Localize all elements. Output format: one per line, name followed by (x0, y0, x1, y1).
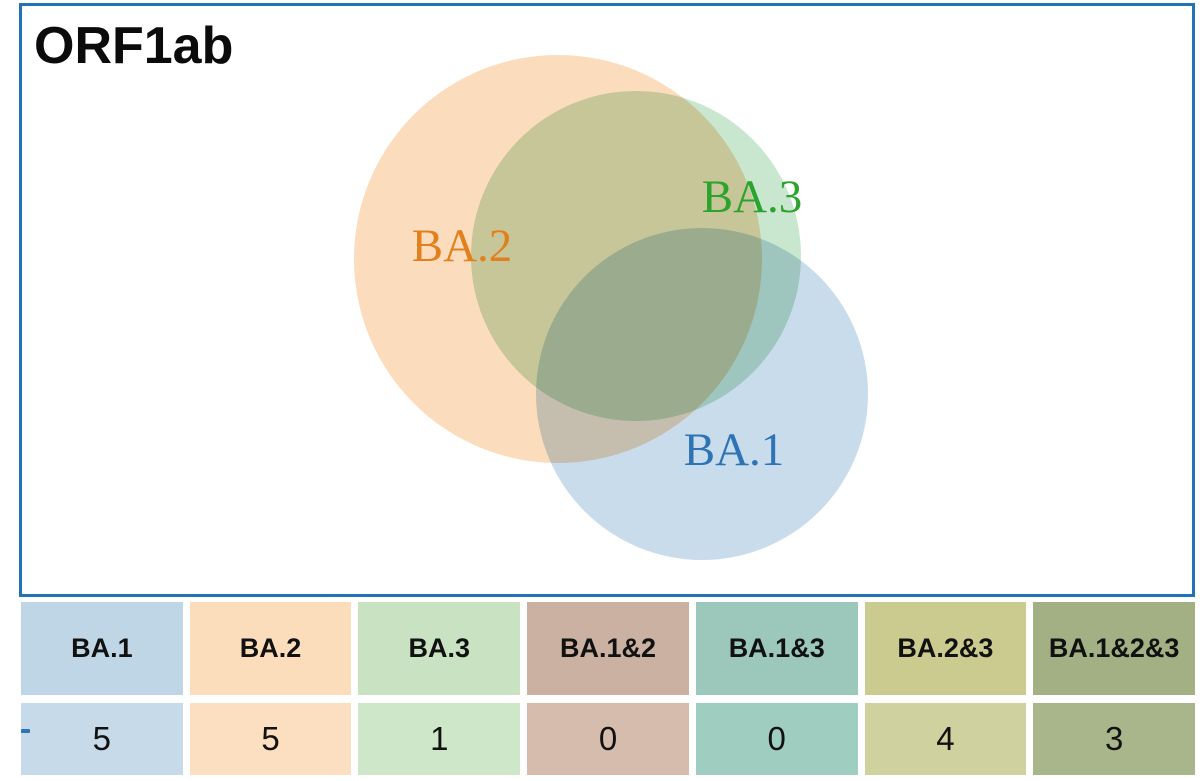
venn-panel-border (19, 3, 1195, 597)
table-header-ba3: BA.3 (358, 602, 521, 695)
table-value-ba3: 1 (358, 703, 521, 775)
table-header-ba2and3: BA.2&3 (864, 602, 1027, 695)
table-value-ba1and3: 0 (695, 703, 858, 775)
table-header-ba1and2and3: BA.1&2&3 (1033, 602, 1195, 695)
table-header-ba1and3: BA.1&3 (695, 602, 858, 695)
venn-label-ba1: BA.1 (683, 424, 785, 476)
row-marker-dash (21, 729, 30, 733)
table-value-ba2: 5 (189, 703, 352, 775)
table-header-ba1: BA.1 (21, 602, 183, 695)
table-header-ba2: BA.2 (189, 602, 352, 695)
venn-label-ba3: BA.3 (701, 171, 803, 223)
table-value-ba1: 5 (21, 703, 183, 775)
table-header-ba1and2: BA.1&2 (527, 602, 689, 695)
table-value-ba1and2: 0 (527, 703, 689, 775)
venn-label-ba2: BA.2 (411, 220, 513, 272)
table-value-ba1and2and3: 3 (1033, 703, 1195, 775)
panel-title: ORF1ab (34, 17, 234, 75)
region-count-table: BA.1 BA.2 BA.3 BA.1&2 BA.1&3 BA.2&3 BA.1… (21, 602, 1195, 775)
table-value-ba2and3: 4 (864, 703, 1027, 775)
venn-circle-ba1 (536, 228, 868, 560)
